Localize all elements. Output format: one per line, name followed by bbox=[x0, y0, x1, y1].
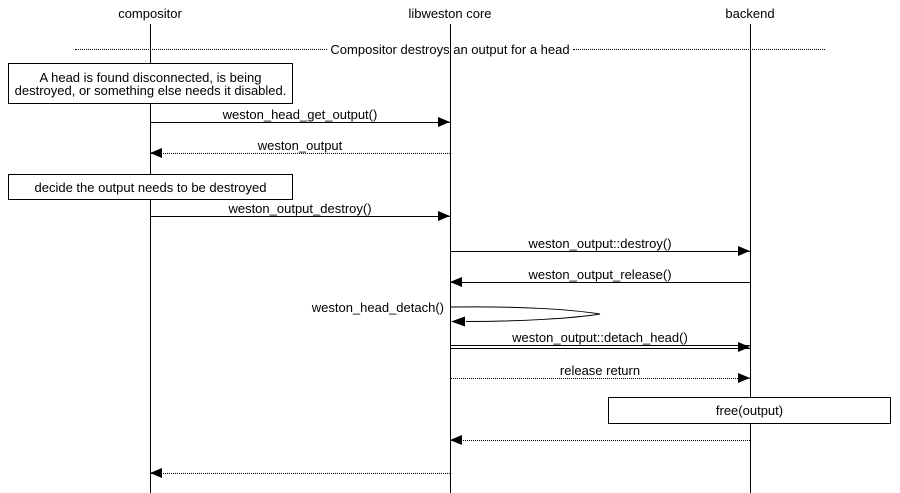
message-weston-output-detach-head: weston_output::detach_head() bbox=[450, 330, 750, 352]
arrowhead-left bbox=[150, 148, 162, 158]
message-label: release return bbox=[559, 363, 641, 378]
lifeline-label-compositor: compositor bbox=[118, 6, 182, 21]
message-line bbox=[150, 216, 450, 217]
note-free-output-text: free(output) bbox=[715, 403, 784, 418]
arrowhead-left bbox=[451, 316, 465, 327]
message-label: weston_output_release() bbox=[528, 267, 672, 282]
message-weston-head-detach: weston_head_detach() bbox=[150, 300, 447, 315]
message-weston-output-destroy-vfunc: weston_output::destroy() bbox=[450, 236, 750, 256]
divider-dotted-line-left bbox=[75, 48, 328, 50]
message-label: weston_head_detach() bbox=[311, 300, 444, 315]
arrowhead-right bbox=[438, 117, 450, 127]
message-unlabeled-return-backend bbox=[450, 425, 750, 445]
arrowhead-right bbox=[738, 246, 750, 256]
note-decide-destroy: decide the output needs to be destroyed bbox=[8, 174, 293, 200]
arrowhead-left bbox=[450, 435, 462, 445]
arrowhead-left bbox=[450, 277, 462, 287]
divider: Compositor destroys an output for a head bbox=[75, 41, 826, 57]
message-weston-output-release: weston_output_release() bbox=[450, 267, 750, 287]
message-weston-output-destroy: weston_output_destroy() bbox=[150, 201, 450, 221]
lifeline-libweston-core bbox=[450, 24, 451, 493]
note-head-disconnected: A head is found disconnected, is being d… bbox=[8, 63, 293, 104]
lifeline-label-backend: backend bbox=[725, 6, 775, 21]
message-line bbox=[150, 473, 450, 474]
message-line bbox=[450, 440, 750, 441]
message-label bbox=[450, 425, 750, 440]
message-line bbox=[150, 122, 450, 123]
message-weston-head-get-output: weston_head_get_output() bbox=[150, 107, 450, 127]
divider-title: Compositor destroys an output for a head bbox=[330, 41, 570, 57]
message-line bbox=[150, 153, 450, 154]
lifeline-compositor bbox=[150, 24, 151, 493]
message-line bbox=[450, 378, 750, 379]
message-label bbox=[150, 458, 450, 473]
lifeline-backend bbox=[750, 24, 751, 493]
note-decide-destroy-text: decide the output needs to be destroyed bbox=[34, 179, 267, 195]
note-free-output: free(output) bbox=[608, 397, 891, 424]
arrowhead-left bbox=[150, 468, 162, 478]
arrowhead-right bbox=[738, 373, 750, 383]
lifeline-label-libweston-core: libweston core bbox=[408, 6, 492, 21]
message-line-double bbox=[450, 345, 750, 349]
message-label: weston_output bbox=[257, 138, 343, 153]
arrowhead-right bbox=[438, 211, 450, 221]
message-release-return: release return bbox=[450, 363, 750, 383]
message-unlabeled-return-core bbox=[150, 458, 450, 478]
arrowhead-right bbox=[738, 342, 750, 352]
message-weston-output-return: weston_output bbox=[150, 138, 450, 158]
message-label: weston_output::detach_head() bbox=[512, 330, 688, 345]
note-head-disconnected-text: A head is found disconnected, is being d… bbox=[14, 69, 287, 98]
self-message-loop bbox=[450, 306, 601, 327]
message-line bbox=[450, 282, 750, 283]
message-label: weston_output::destroy() bbox=[528, 236, 672, 251]
message-label: weston_head_get_output() bbox=[222, 107, 378, 122]
message-label: weston_output_destroy() bbox=[228, 201, 372, 216]
divider-dotted-line-right bbox=[572, 48, 826, 50]
message-line bbox=[450, 251, 750, 252]
